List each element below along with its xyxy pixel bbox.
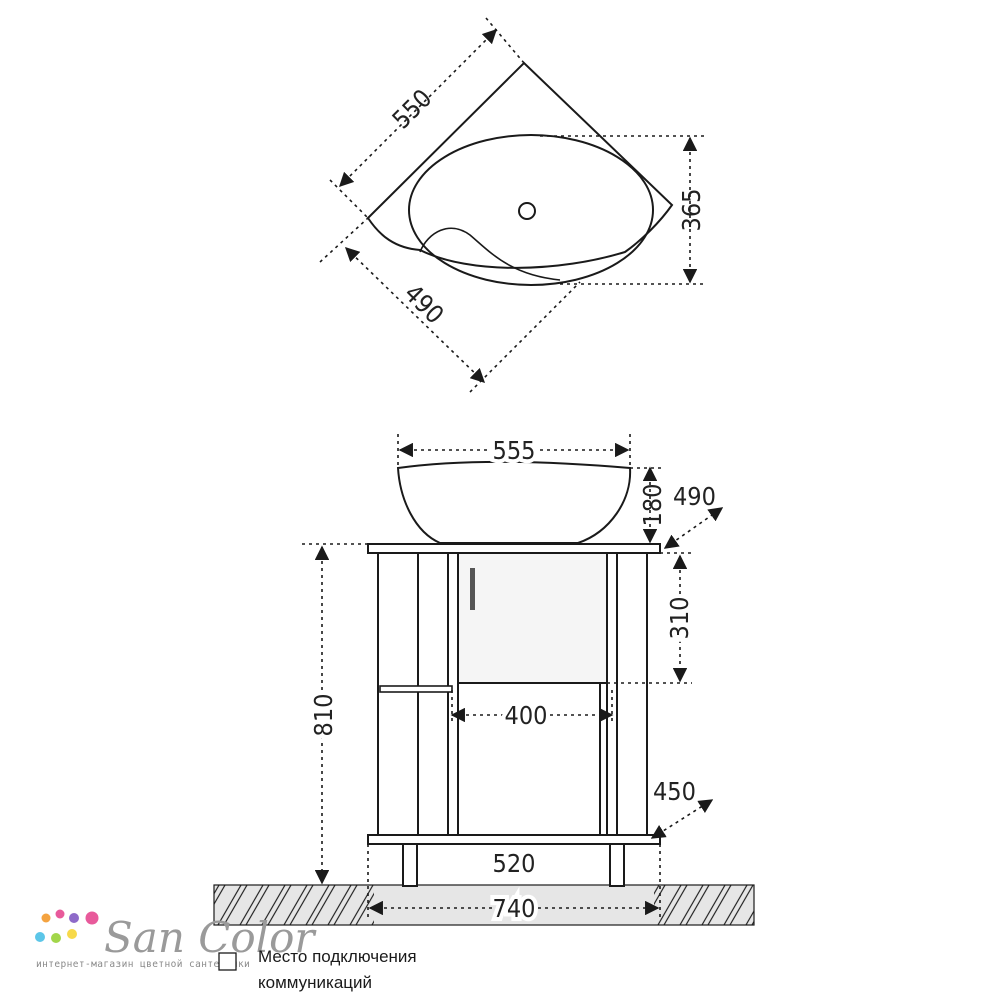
top-view-drain (518, 202, 536, 220)
dim-top-365: 365 (677, 189, 706, 232)
top-view-bowl-wave (419, 227, 561, 281)
dim-front-555: 555 (493, 436, 536, 465)
front-countertop (367, 543, 661, 554)
san-color-logo: San Color интернет-магазин цветной санте… (35, 909, 317, 970)
dim-front-740: 740 (493, 894, 536, 923)
front-bowl (396, 460, 632, 544)
door-handle (470, 568, 475, 610)
brand-tagline: интернет-магазин цветной сантехники (36, 959, 250, 970)
side-shelf (379, 685, 453, 693)
legend-line2: коммуникаций (258, 973, 372, 992)
dim-front-810: 810 (309, 694, 338, 737)
left-foot (402, 843, 418, 887)
cabinet-door (457, 552, 608, 684)
dim-front-520: 520 (493, 849, 536, 878)
top-view-countertop (366, 61, 674, 269)
legend-swatch (218, 952, 237, 971)
top-view-bowl (408, 134, 654, 286)
legend-line1: Место подключения (258, 947, 417, 966)
right-foot (609, 843, 625, 887)
dim-front-180: 180 (638, 484, 667, 527)
right-post (606, 552, 648, 836)
dim-front-490: 490 (673, 482, 716, 511)
left-post-outer (377, 552, 419, 836)
dim-front-310: 310 (665, 597, 694, 640)
dim-top-550: 550 (387, 84, 438, 135)
dim-front-450: 450 (653, 777, 696, 806)
bottom-shelf (367, 834, 661, 845)
front-view: 555 180 490 310 400 810 450 520 740 (213, 432, 755, 927)
top-view: 550 490 365 (319, 17, 706, 393)
brand-name: San Color (104, 913, 317, 962)
legend: Место подключения коммуникаций (218, 947, 417, 992)
dim-front-400: 400 (505, 701, 548, 730)
dim-top-490: 490 (399, 279, 450, 330)
